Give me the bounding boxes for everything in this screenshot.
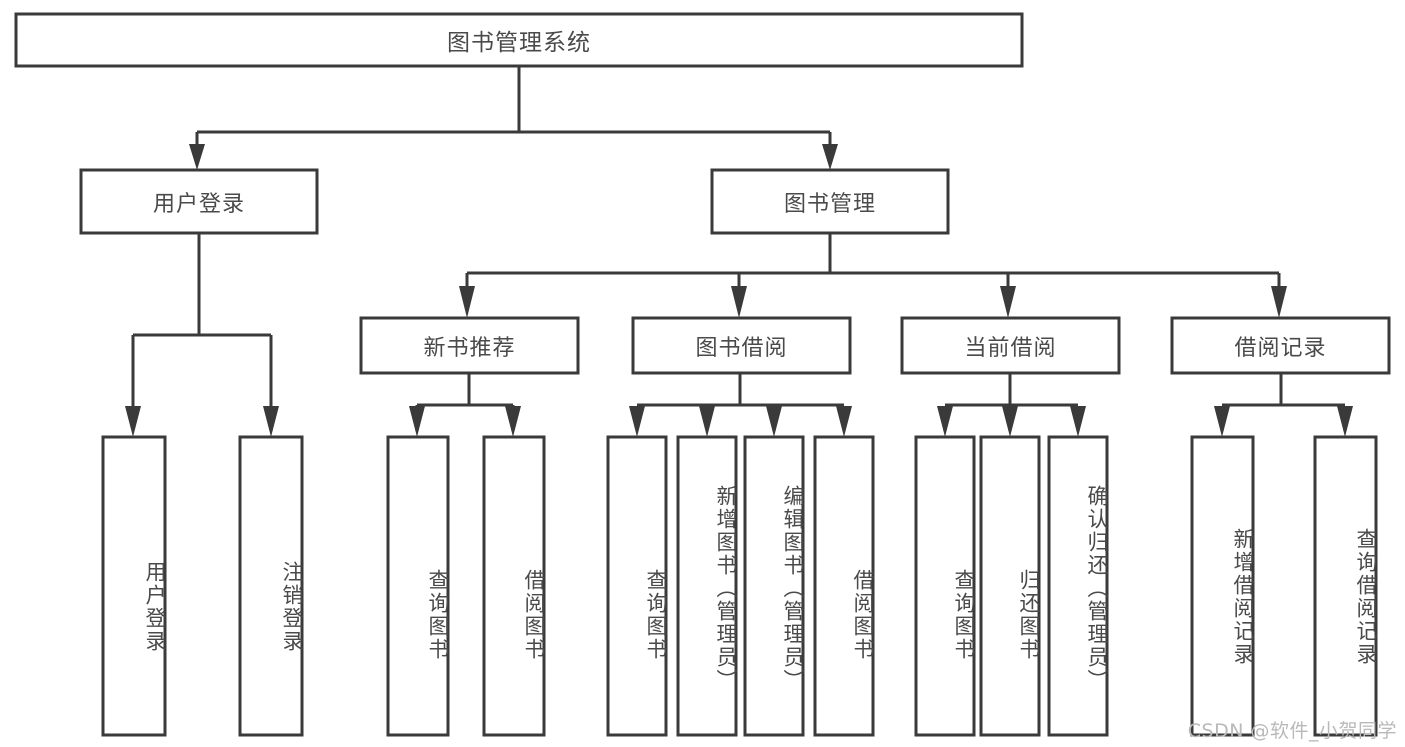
node-leaf-box-newbook-1[interactable] bbox=[482, 435, 546, 737]
node-leaf-box-borrowrecord-0[interactable] bbox=[1190, 435, 1255, 737]
node-level3-box-1[interactable] bbox=[631, 316, 852, 375]
arrow-head-newbook-1 bbox=[505, 406, 521, 437]
arrow-head-bookborrow-2 bbox=[766, 406, 782, 437]
arrow-head-level3-0 bbox=[459, 286, 475, 318]
node-leaf-box-bookborrow-3[interactable] bbox=[813, 435, 875, 737]
arrow-head-currentborrow-0 bbox=[937, 406, 953, 437]
node-leaf-box-bookborrow-2[interactable] bbox=[743, 435, 805, 737]
node-level3-box-3[interactable] bbox=[1170, 316, 1391, 375]
arrow-head-level3-2 bbox=[1000, 286, 1016, 318]
arrow-head-borrowrecord-1 bbox=[1337, 406, 1353, 437]
node-leaf-box-user-login-1[interactable] bbox=[238, 435, 304, 737]
arrow-head-bookborrow-3 bbox=[836, 406, 852, 437]
arrow-head-level3-3 bbox=[1271, 286, 1287, 318]
node-level2-box-1[interactable] bbox=[710, 168, 950, 235]
node-leaf-box-bookborrow-1[interactable] bbox=[676, 435, 738, 737]
arrow-head-userlogin-0 bbox=[125, 406, 141, 437]
node-leaf-box-newbook-0[interactable] bbox=[386, 435, 450, 737]
arrow-head-newbook-0 bbox=[409, 406, 425, 437]
arrow-head-level2-0 bbox=[189, 144, 205, 170]
arrow-head-bookborrow-0 bbox=[629, 406, 645, 437]
arrow-head-level3-1 bbox=[731, 286, 747, 318]
node-leaf-box-user-login-0[interactable] bbox=[101, 435, 167, 737]
node-level2-box-0[interactable] bbox=[79, 168, 319, 235]
arrow-head-userlogin-1 bbox=[263, 406, 279, 437]
arrow-head-borrowrecord-0 bbox=[1214, 406, 1230, 437]
arrow-head-bookborrow-1 bbox=[699, 406, 715, 437]
arrow-head-level2-1 bbox=[822, 144, 838, 170]
node-leaf-box-currentborrow-2[interactable] bbox=[1047, 435, 1109, 737]
node-leaf-box-currentborrow-0[interactable] bbox=[914, 435, 976, 737]
node-level3-box-2[interactable] bbox=[900, 316, 1121, 375]
node-leaf-box-currentborrow-1[interactable] bbox=[979, 435, 1041, 737]
node-leaf-box-borrowrecord-1[interactable] bbox=[1313, 435, 1378, 737]
node-root-box[interactable] bbox=[14, 12, 1024, 68]
node-level3-box-0[interactable] bbox=[359, 316, 580, 375]
arrow-head-currentborrow-2 bbox=[1070, 406, 1086, 437]
node-leaf-box-bookborrow-0[interactable] bbox=[606, 435, 668, 737]
arrow-head-currentborrow-1 bbox=[1002, 406, 1018, 437]
